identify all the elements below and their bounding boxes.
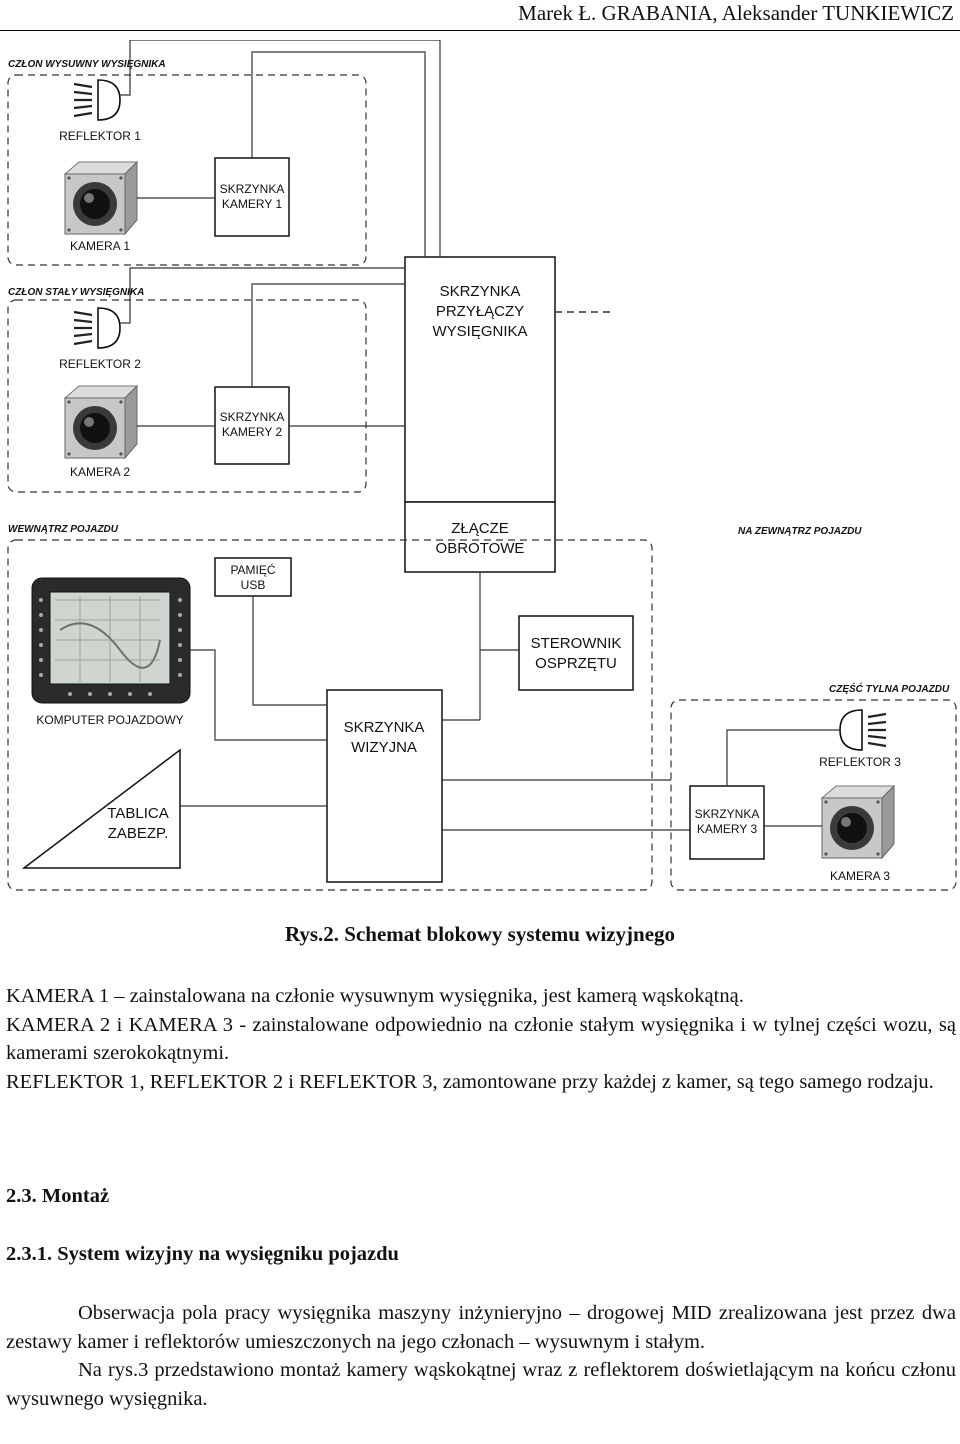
section-heading-mounting: 2.3. Montaż <box>6 1185 110 1207</box>
wire-reflector-3 <box>726 729 840 786</box>
wire-reflector-2-trunk <box>129 267 405 300</box>
reflector-1-icon <box>72 78 122 122</box>
camera-box-3-line2: KAMERY 3 <box>697 822 758 836</box>
rotary-joint-box <box>404 501 556 573</box>
wire-reflector-2 <box>120 300 131 324</box>
wire-usb-vision <box>252 596 327 706</box>
vision-box <box>326 689 443 883</box>
section-rear-vehicle-label: CZĘŚĆ TYLNA POJAZDU <box>829 682 950 695</box>
wire-boom-extending-trunk <box>129 40 441 257</box>
section-boom-fixed-label: CZŁON STAŁY WYSIĘGNIKA <box>8 287 144 298</box>
vehicle-computer-icon <box>31 577 191 704</box>
usb-memory-box <box>214 557 292 597</box>
subsection-heading-boom-system: 2.3.1. System wizyjny na wysięgniku poja… <box>6 1243 399 1265</box>
reflector-2-label: REFLEKTOR 2 <box>59 357 141 371</box>
usb-memory-line2: USB <box>241 578 266 592</box>
page-header: Marek Ł. GRABANIA, Aleksander TUNKIEWICZ <box>0 0 960 31</box>
camera-box-2-line2: KAMERY 2 <box>222 425 283 439</box>
figure-caption: Rys.2. Schemat blokowy systemu wizyjnego <box>284 922 676 946</box>
boom-junction-line1: SKRZYNKA <box>440 283 521 300</box>
camera-box-1-line2: KAMERY 1 <box>222 197 283 211</box>
reflector-2-icon <box>72 306 122 350</box>
header-authors: Marek Ł. GRABANIA, Aleksander TUNKIEWICZ <box>518 1 954 25</box>
camera-box-3-line1: SKRZYNKA <box>695 807 760 821</box>
usb-memory-line1: PAMIĘĆ <box>230 562 275 577</box>
camera-box-2 <box>214 386 290 465</box>
wire-computer-vision <box>190 649 327 741</box>
body-text-block-1: KAMERA 1 – zainstalowana na członie wysu… <box>6 982 956 1096</box>
rotary-joint-line2: OBROTOWE <box>436 540 525 557</box>
zone-boom-fixed <box>7 299 367 493</box>
paragraph-observation: Obserwacja pola pracy wysięgnika maszyny… <box>6 1302 956 1353</box>
camera-3-icon <box>821 785 895 859</box>
equipment-controller-line1: STEROWNIK <box>531 635 622 652</box>
reflector-1-label: REFLEKTOR 1 <box>59 129 141 143</box>
vehicle-computer-label: KOMPUTER POJAZDOWY <box>36 713 183 727</box>
wire-box2-trunk <box>251 283 405 300</box>
body-text-block-2: Obserwacja pola pracy wysięgnika maszyny… <box>6 1299 956 1413</box>
wire-reflector-1 <box>120 75 131 96</box>
fuse-panel-line1: TABLICA <box>107 805 168 822</box>
paragraph-figure-reference: Na rys.3 przedstawiono montaż kamery wąs… <box>6 1359 956 1410</box>
section-boom-extending-label: CZŁON WYSUWNY WYSIĘGNIKA <box>8 59 166 70</box>
boom-junction-line3: WYSIĘGNIKA <box>432 323 527 340</box>
camera-2-label: KAMERA 2 <box>70 465 130 479</box>
vision-box-line1: SKRZYNKA <box>344 719 425 736</box>
equipment-controller-line2: OSPRZĘTU <box>535 655 617 672</box>
wire-box1-trunk <box>251 51 426 257</box>
zone-rear-vehicle <box>670 699 957 891</box>
paragraph-camera-2-3: KAMERA 2 i KAMERA 3 - zainstalowane odpo… <box>6 1013 956 1065</box>
reflector-3-icon <box>838 708 888 752</box>
zone-boom-extending <box>7 74 367 266</box>
rotary-joint-line1: ZŁĄCZE <box>451 520 509 537</box>
paragraph-camera-1: KAMERA 1 – zainstalowana na członie wysu… <box>6 985 744 1007</box>
camera-box-1-line1: SKRZYNKA <box>220 182 285 196</box>
boom-junction-line2: PRZYŁĄCZY <box>436 303 524 320</box>
vision-box-line2: WIZYJNA <box>351 739 417 756</box>
camera-1-icon <box>64 161 138 235</box>
fuse-panel-line2: ZABEZP. <box>108 825 169 842</box>
section-inside-vehicle-label: WEWNĄTRZ POJAZDU <box>8 524 119 535</box>
section-outside-vehicle-label: NA ZEWNĄTRZ POJAZDU <box>738 526 862 537</box>
camera-3-label: KAMERA 3 <box>830 869 890 883</box>
block-diagram: CZŁON WYSUWNY WYSIĘGNIKA REFLEKTOR 1 KAM… <box>7 40 957 891</box>
fuse-panel-triangle <box>21 748 181 869</box>
camera-box-1 <box>214 157 290 237</box>
camera-box-2-line1: SKRZYNKA <box>220 410 285 424</box>
reflector-3-label: REFLEKTOR 3 <box>819 755 901 769</box>
equipment-controller-box <box>518 615 634 691</box>
zone-inside-vehicle <box>7 539 653 891</box>
camera-2-icon <box>64 385 138 459</box>
paragraph-reflectors: REFLEKTOR 1, REFLEKTOR 2 i REFLEKTOR 3, … <box>6 1070 934 1093</box>
camera-box-3 <box>689 785 765 860</box>
camera-1-label: KAMERA 1 <box>70 239 130 253</box>
boom-junction-box <box>404 256 556 503</box>
